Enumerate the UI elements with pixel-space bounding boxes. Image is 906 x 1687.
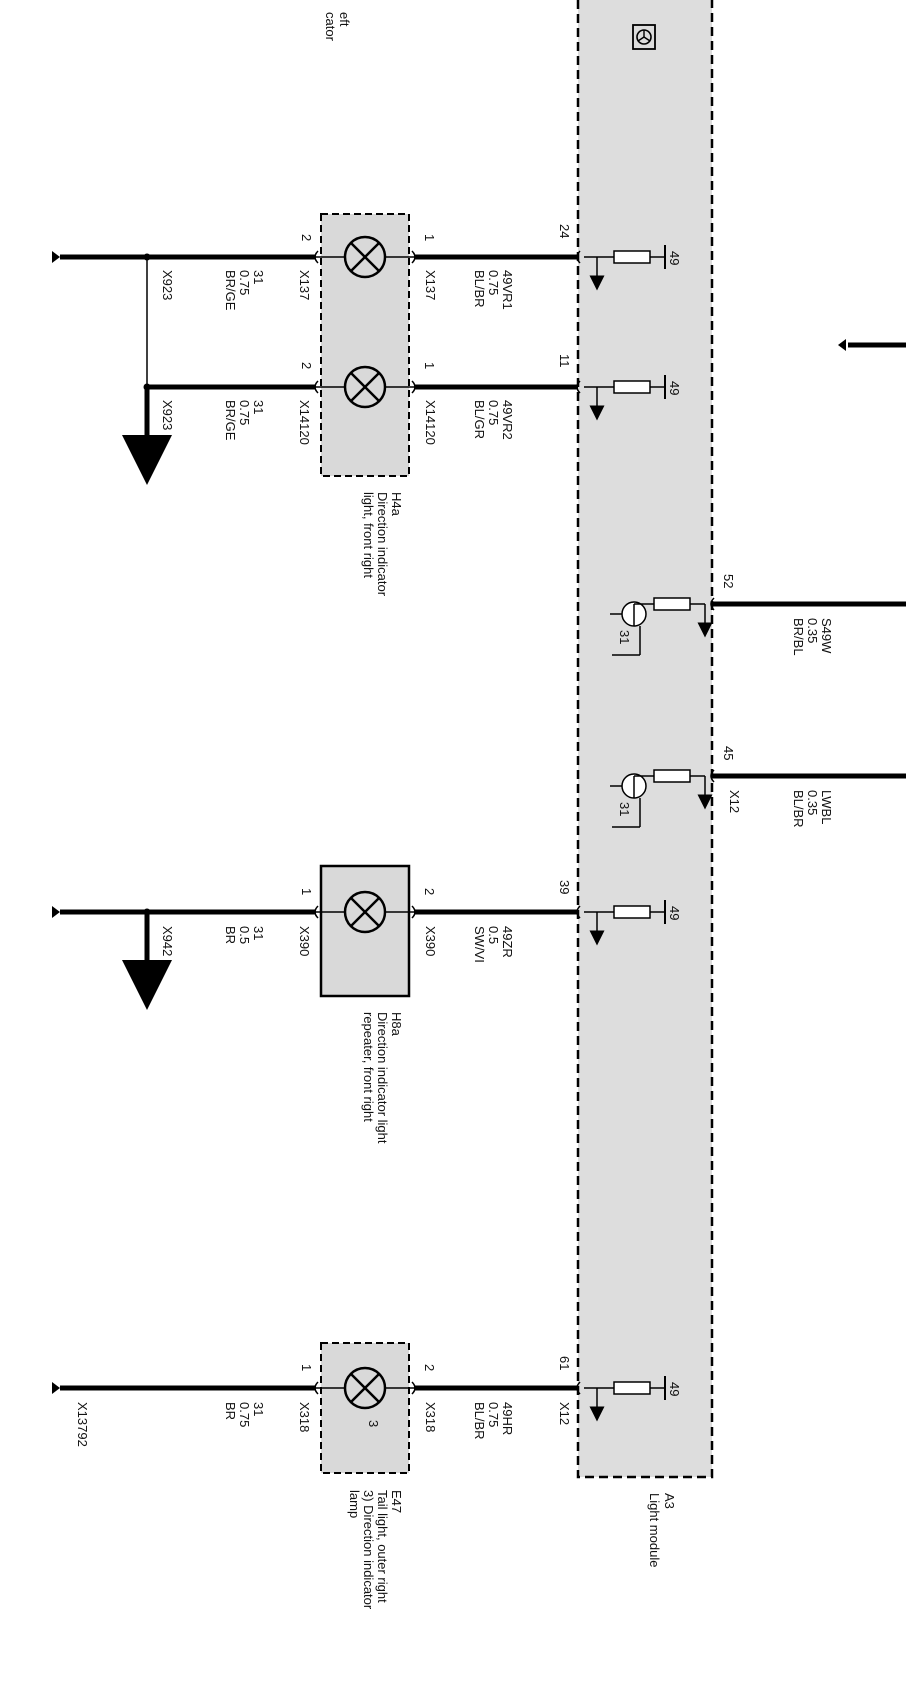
ground-label: 49 <box>667 1382 682 1396</box>
svg-text:0.5: 0.5 <box>486 926 501 944</box>
svg-text:BL/BR: BL/BR <box>472 270 487 308</box>
svg-text:0.75: 0.75 <box>486 1402 501 1427</box>
svg-text:49HR: 49HR <box>500 1402 515 1435</box>
component-h8a: 1 2 39 X390 31 0.5 BR X942 X390 49ZR 0.5… <box>52 864 581 1144</box>
svg-text:BL/BR: BL/BR <box>791 790 806 828</box>
svg-text:BL/GR: BL/GR <box>472 400 487 439</box>
svg-text:2: 2 <box>422 1364 437 1371</box>
lamp-icon <box>343 1366 387 1410</box>
transistor-drivers: 31 31 <box>610 597 713 828</box>
driver-symbol: 49 <box>584 375 682 421</box>
svg-text:X14120: X14120 <box>297 400 312 445</box>
svg-text:BL/BR: BL/BR <box>472 1402 487 1440</box>
lamp-icon <box>343 365 387 409</box>
svg-text:24: 24 <box>557 224 572 238</box>
svg-text:61: 61 <box>557 1356 572 1370</box>
svg-text:X12: X12 <box>727 790 742 813</box>
svg-text:49ZR: 49ZR <box>500 926 515 958</box>
svg-text:39: 39 <box>557 880 572 894</box>
svg-text:31: 31 <box>251 1402 266 1416</box>
svg-text:cator: cator <box>323 12 338 42</box>
svg-text:X12: X12 <box>557 1402 572 1425</box>
svg-text:X318: X318 <box>423 1402 438 1432</box>
svg-text:BR: BR <box>223 926 238 944</box>
svg-text:X390: X390 <box>423 926 438 956</box>
svg-text:0.75: 0.75 <box>237 1402 252 1427</box>
module-name: Light module <box>647 1493 662 1567</box>
component-h4a: 2 1 24 2 1 11 X137 31 0.75 BR/GE X923 X1… <box>52 213 581 597</box>
svg-text:X14120: X14120 <box>423 400 438 445</box>
module-drivers: 49 49 49 49 <box>584 245 682 1422</box>
svg-text:0.35: 0.35 <box>805 790 820 815</box>
svg-text:31: 31 <box>251 400 266 414</box>
svg-text:X390: X390 <box>297 926 312 956</box>
svg-text:0.5: 0.5 <box>237 926 252 944</box>
top-partial-label: eft cator <box>323 12 352 42</box>
svg-text:0.75: 0.75 <box>486 400 501 425</box>
svg-text:BR/GE: BR/GE <box>223 270 238 311</box>
module-id: A3 <box>662 1493 677 1509</box>
svg-text:SW/VI: SW/VI <box>472 926 487 963</box>
component-e47: 3 1 2 61 X318 31 0.75 BR X13792 X318 49H… <box>52 1342 581 1610</box>
svg-text:31: 31 <box>251 270 266 284</box>
driver-symbol: 49 <box>584 900 682 946</box>
svg-text:H4a: H4a <box>389 492 404 517</box>
svg-text:repeater, front right: repeater, front right <box>361 1012 376 1122</box>
module-icon <box>632 24 656 50</box>
svg-text:3: 3 <box>366 1420 381 1427</box>
svg-text:0.75: 0.75 <box>486 270 501 295</box>
svg-text:49VR2: 49VR2 <box>500 400 515 440</box>
svg-text:LWBL: LWBL <box>819 790 834 824</box>
svg-text:2: 2 <box>299 234 314 241</box>
svg-text:E47: E47 <box>389 1490 404 1513</box>
svg-text:X942: X942 <box>160 926 175 956</box>
svg-text:H8a: H8a <box>389 1012 404 1037</box>
svg-text:0.35: 0.35 <box>805 618 820 643</box>
lamp-icon <box>343 235 387 279</box>
ground-label: 49 <box>667 906 682 920</box>
svg-text:1: 1 <box>299 1364 314 1371</box>
svg-text:lamp: lamp <box>347 1490 362 1518</box>
light-module-a3: A3 Light module <box>576 0 714 1567</box>
svg-text:X137: X137 <box>423 270 438 300</box>
svg-text:BR/BL: BR/BL <box>791 618 806 656</box>
svg-text:Direction indicator light: Direction indicator light <box>375 1012 390 1144</box>
ground-label: 49 <box>667 251 682 265</box>
svg-text:52: 52 <box>721 574 736 588</box>
driver-symbol: 49 <box>584 1376 682 1422</box>
svg-text:X923: X923 <box>160 400 175 430</box>
svg-text:31: 31 <box>251 926 266 940</box>
output-wires: 52 45 S49W 0.35 BR/BL LWBL 0.35 BL/BR X1… <box>710 574 906 828</box>
svg-text:0.75: 0.75 <box>237 400 252 425</box>
svg-text:45: 45 <box>721 746 736 760</box>
svg-text:light, front right: light, front right <box>361 492 376 578</box>
ground-label: 49 <box>667 381 682 395</box>
svg-text:0.75: 0.75 <box>237 270 252 295</box>
wire-top-right-partial <box>838 339 906 351</box>
svg-text:Tail light, outer right: Tail light, outer right <box>375 1490 390 1603</box>
svg-text:Direction indicator: Direction indicator <box>375 492 390 597</box>
svg-text:S49W: S49W <box>819 618 834 654</box>
svg-text:2: 2 <box>299 362 314 369</box>
svg-text:2: 2 <box>422 888 437 895</box>
svg-text:1: 1 <box>422 234 437 241</box>
svg-text:eft: eft <box>337 12 352 27</box>
svg-text:BR: BR <box>223 1402 238 1420</box>
svg-text:BR/GE: BR/GE <box>223 400 238 441</box>
svg-text:31: 31 <box>617 802 632 816</box>
svg-text:49VR1: 49VR1 <box>500 270 515 310</box>
svg-text:1: 1 <box>422 362 437 369</box>
svg-text:X13792: X13792 <box>75 1402 90 1447</box>
svg-text:3) Direction indicator: 3) Direction indicator <box>361 1490 376 1610</box>
svg-text:X137: X137 <box>297 270 312 300</box>
driver-symbol: 49 <box>584 245 682 291</box>
svg-text:1: 1 <box>299 888 314 895</box>
svg-text:X923: X923 <box>160 270 175 300</box>
svg-text:11: 11 <box>557 354 572 368</box>
svg-text:X318: X318 <box>297 1402 312 1432</box>
lamp-icon <box>343 890 387 934</box>
svg-text:31: 31 <box>617 630 632 644</box>
